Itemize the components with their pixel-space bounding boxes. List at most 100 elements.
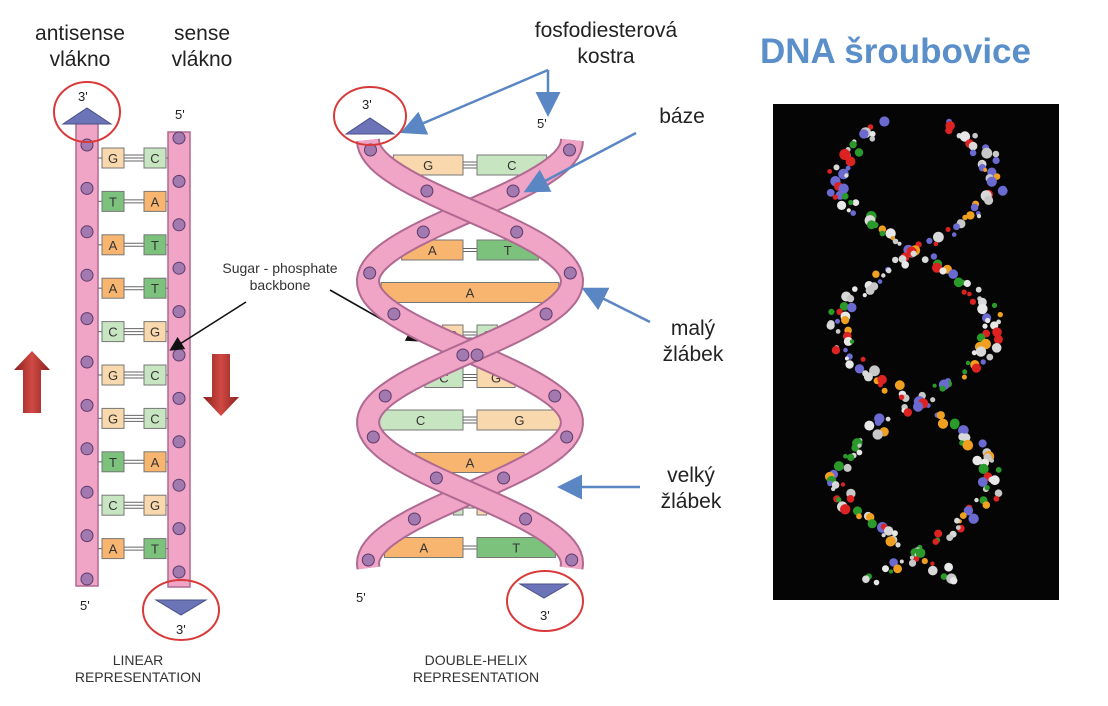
atom	[975, 346, 987, 357]
atom	[873, 579, 880, 586]
base-letter: A	[428, 243, 437, 258]
hel-top-right-end: 5'	[537, 116, 547, 131]
base-A: A	[380, 282, 560, 303]
triangle-end-icon	[518, 583, 570, 599]
atom	[962, 439, 974, 451]
base-letter: T	[109, 455, 117, 470]
atom	[865, 285, 875, 295]
atom	[841, 192, 849, 200]
phosphate-node	[172, 305, 186, 319]
base-letter: C	[150, 411, 159, 426]
atom	[963, 279, 971, 288]
atom	[885, 536, 896, 547]
base-G: G	[101, 147, 125, 169]
base-letter: T	[512, 541, 520, 556]
base-letter: G	[150, 498, 160, 513]
atom	[936, 411, 945, 420]
atom	[965, 360, 971, 366]
end-circle-lin-bottom	[142, 579, 220, 641]
base-T: T	[101, 451, 125, 473]
atom	[958, 433, 966, 441]
atom	[926, 237, 933, 244]
atom	[869, 365, 880, 377]
base-letter: G	[108, 368, 118, 383]
atom	[882, 565, 889, 573]
atom	[845, 156, 856, 167]
sugar-backbone-arrow-left	[169, 301, 247, 351]
phosphate-node	[80, 442, 94, 456]
base-letter: A	[109, 281, 118, 296]
atom	[951, 232, 957, 237]
hydrogen-bond	[124, 414, 144, 422]
base-box	[101, 190, 125, 212]
base-A: A	[143, 451, 167, 473]
fosfo-arrow-left	[400, 68, 549, 135]
atom	[862, 575, 870, 583]
base-letter: T	[151, 281, 159, 296]
atom	[977, 303, 988, 315]
atom	[945, 126, 953, 135]
atom	[915, 548, 926, 558]
base-C: C	[143, 407, 167, 429]
atom	[963, 506, 974, 516]
lin-top-left-end: 3'	[78, 89, 88, 104]
base-letter: C	[416, 413, 425, 428]
hydrogen-bond	[124, 546, 144, 551]
atom	[894, 380, 905, 391]
atom	[827, 169, 833, 174]
atom	[889, 558, 898, 567]
lin-bottom-right-end: 3'	[176, 622, 186, 637]
base-A: A	[101, 277, 125, 299]
atom	[972, 132, 978, 139]
phosphate-node	[172, 348, 186, 362]
atom	[909, 555, 915, 560]
base-C: C	[143, 147, 167, 169]
maly-zlabek-label: malý žlábek	[648, 316, 738, 368]
base-letter: A	[466, 286, 475, 301]
atom	[962, 214, 968, 221]
base-A: A	[384, 537, 464, 558]
hel-bottom-right-end: 3'	[540, 608, 550, 623]
base-letter: C	[108, 325, 117, 340]
phosphate-node	[172, 174, 186, 188]
atom	[856, 449, 863, 456]
hydrogen-bond	[463, 416, 477, 424]
base-letter: C	[507, 158, 516, 173]
atom	[844, 356, 849, 361]
atom	[877, 279, 883, 284]
dna-molecule-image	[773, 104, 1059, 600]
atom	[899, 559, 904, 564]
end-circle-helix-top	[333, 86, 407, 146]
atom	[864, 420, 875, 431]
atom	[852, 286, 858, 292]
atom	[946, 534, 954, 541]
maly-zlabek-arrow	[581, 287, 651, 324]
atom	[930, 561, 935, 566]
atom	[859, 129, 869, 139]
fosfodiesterova-kostra-label: fosfodiesterová kostra	[518, 18, 694, 70]
atom	[953, 277, 964, 288]
atom	[872, 221, 879, 229]
atom	[975, 286, 982, 293]
atom	[832, 194, 838, 200]
atom	[860, 356, 866, 362]
antisense-label-line1: antisense	[35, 22, 125, 45]
atom	[895, 542, 901, 548]
atom	[853, 506, 862, 516]
atom	[961, 289, 967, 295]
sugar-label-line2: backbone	[249, 277, 311, 293]
phosphate-node	[172, 391, 186, 405]
atom	[977, 477, 988, 487]
atom	[872, 429, 883, 440]
base-letter: G	[491, 371, 501, 386]
phosphate-node	[172, 435, 186, 449]
phosphate-node	[560, 430, 574, 444]
atom	[933, 231, 944, 243]
atom	[997, 311, 1003, 318]
